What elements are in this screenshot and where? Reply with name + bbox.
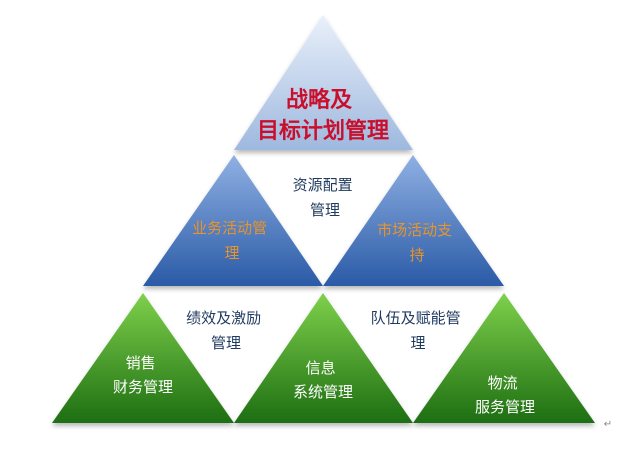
bottom-right-label: 物流 服务管理 <box>475 374 535 416</box>
middle-left-label: 业务活动管 理 <box>192 219 272 262</box>
bottom-center-label: 信息 系统管理 <box>293 359 353 401</box>
bottom-right-triangle <box>413 293 595 423</box>
bottom-left-label: 销售 财务管理 <box>113 354 173 396</box>
top-triangle <box>234 15 413 150</box>
middle-center-label: 资源配置 管理 <box>293 176 358 219</box>
bottom-gap-right-label: 队伍及赋能管 理 <box>371 309 466 352</box>
middle-right-label: 市场活动支 持 <box>377 221 457 264</box>
bottom-gap-left-label: 绩效及激励 管理 <box>186 309 266 352</box>
bottom-left-triangle <box>52 293 234 423</box>
bottom-center-triangle <box>234 293 413 423</box>
top-label: 战略及 目标计划管理 <box>257 87 389 144</box>
middle-left-triangle <box>143 155 323 286</box>
paragraph-mark: ↵ <box>604 419 612 430</box>
middle-right-triangle <box>323 155 504 286</box>
